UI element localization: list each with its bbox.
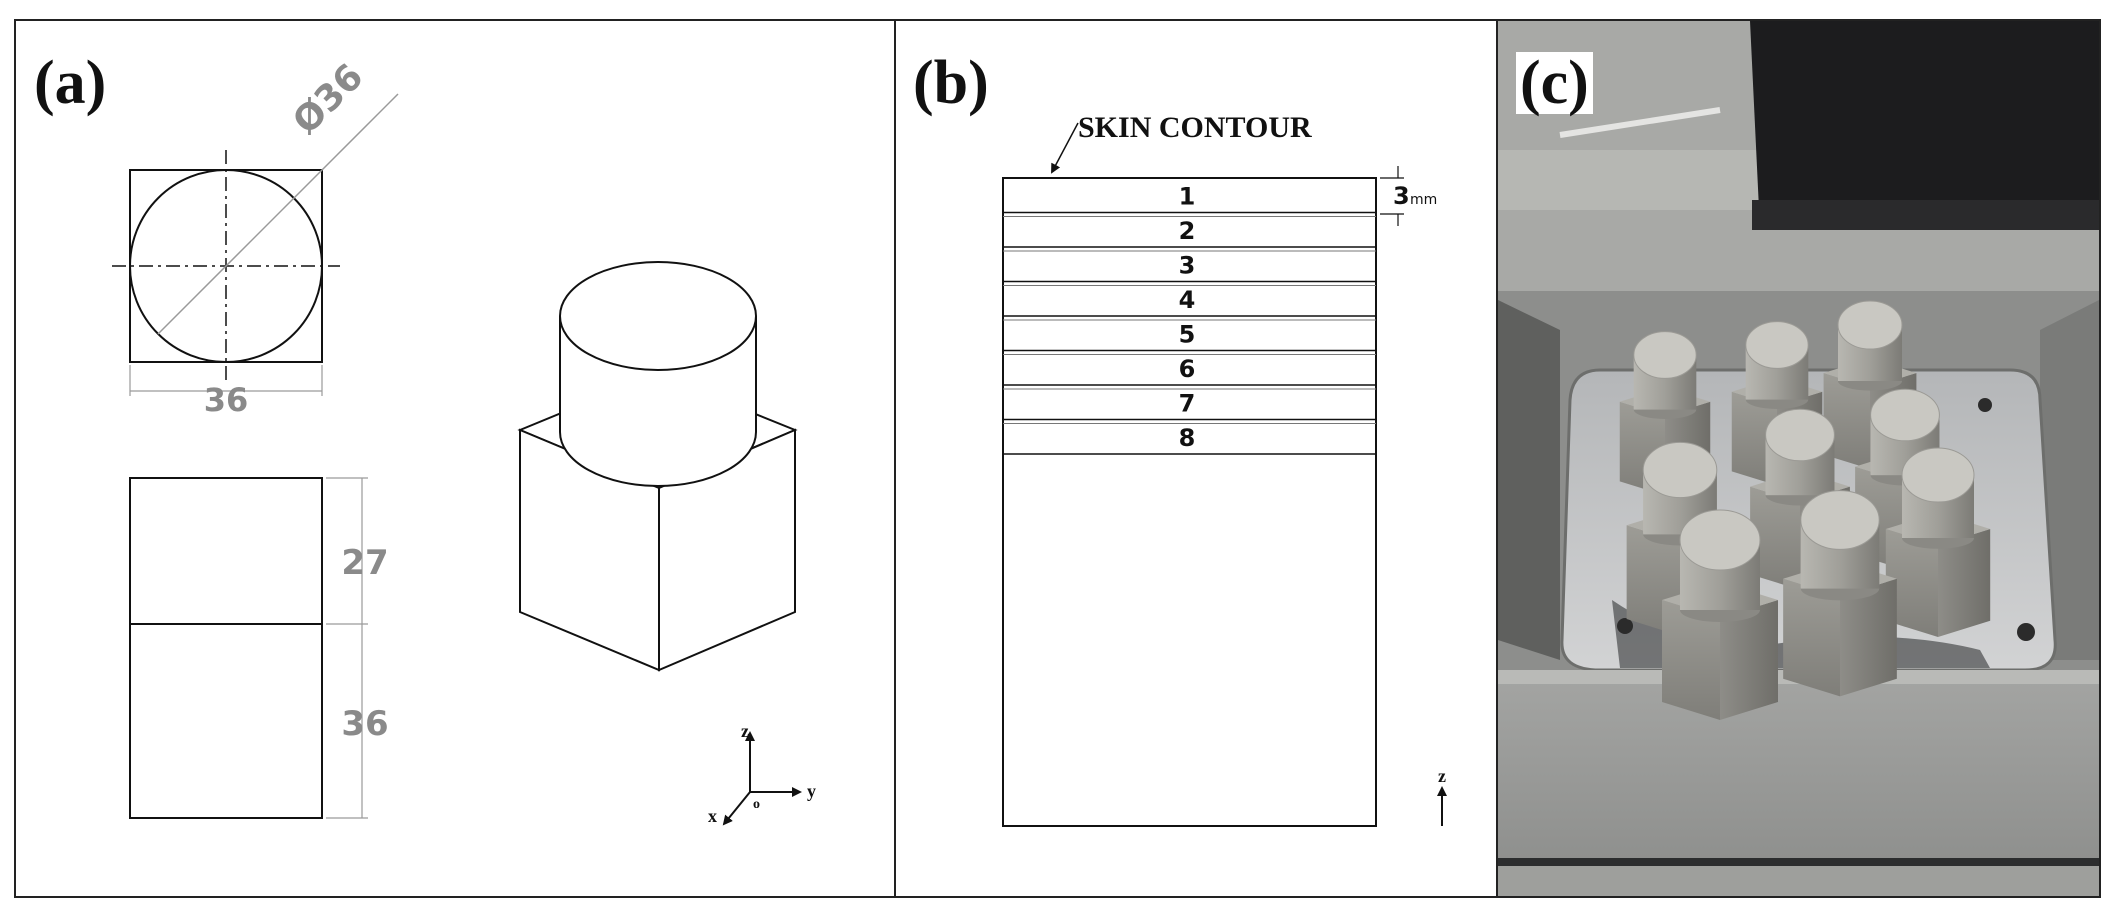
dim-upper-height: 27: [341, 543, 388, 583]
specimen: [1823, 300, 1917, 469]
panel-a: [112, 93, 802, 826]
iso-cylinder-top: [559, 261, 757, 371]
specimen-cube-front: [1662, 600, 1720, 720]
segment-label: 8: [1179, 424, 1196, 452]
specimen-cylinder-top: [1800, 490, 1880, 550]
panel-b-label: (b): [913, 49, 989, 117]
segment-label: 7: [1179, 389, 1196, 417]
specimen-cylinder-top: [1765, 408, 1835, 462]
segment-label: 1: [1179, 182, 1196, 210]
specimen-cube-front: [1823, 373, 1870, 469]
recoater-edge: [1752, 200, 2099, 230]
plate-hole-right: [2017, 623, 2035, 641]
axis-z-label: z: [741, 721, 749, 741]
segment-label: 2: [1179, 217, 1196, 245]
axis-x-label: x: [708, 806, 717, 826]
dim-width: 36: [204, 381, 249, 419]
axis-x-arrow: [722, 791, 751, 826]
axis-y-label: y: [807, 781, 816, 801]
panel-c-label: (c): [1516, 52, 1593, 114]
chamber-wall-left: [1498, 300, 1560, 660]
front-rail: [1498, 680, 2099, 860]
specimen: [1750, 408, 1850, 590]
segment-layers: 1 2 3 4 5 6 7 8: [1003, 182, 1376, 455]
specimen-cylinder-top: [1679, 509, 1761, 571]
plate-hole-left: [1617, 618, 1633, 634]
specimen-cube-front: [1885, 529, 1938, 637]
specimen-cylinder-top: [1837, 300, 1903, 350]
specimen: [1783, 490, 1897, 697]
recoater-housing: [1750, 21, 2099, 230]
axis-origin-label: o: [753, 797, 760, 812]
front-rail-bottom: [1498, 866, 2099, 896]
panel-c-photo: [1498, 21, 2099, 896]
specimen-cube-side: [1938, 529, 1991, 637]
light-reflection: [1559, 107, 1721, 138]
skin-contour-leader: [1051, 122, 1079, 174]
skin-contour-label: SKIN CONTOUR: [1078, 111, 1312, 144]
front-rail-groove: [1498, 858, 2099, 866]
specimen: [1662, 509, 1778, 720]
specimen-cylinder-top: [1642, 441, 1718, 499]
dim-lower-height: 36: [341, 704, 388, 744]
specimen: [1885, 447, 1991, 637]
segment-label: 4: [1179, 286, 1196, 314]
specimen-cube-side: [1840, 578, 1897, 697]
segment-label: 3: [1179, 251, 1196, 279]
panel-a-label: (a): [34, 49, 107, 117]
panel-b-z-label: z: [1438, 766, 1446, 786]
chamber-wall-right: [2040, 300, 2099, 660]
layer-thickness-unit: mm: [1410, 192, 1437, 208]
layer-thickness-value: 3: [1393, 182, 1410, 210]
specimen-cylinder-top: [1745, 321, 1809, 369]
printed-specimens: [1619, 300, 1991, 720]
diameter-leader: [157, 93, 399, 335]
specimen-cube-front: [1783, 578, 1840, 697]
specimen-cube-side: [1720, 600, 1778, 720]
specimen-cylinder-top: [1870, 388, 1940, 442]
specimen-cylinder-top: [1633, 331, 1697, 379]
front-view: [129, 477, 323, 819]
specimen-cylinder-top: [1901, 447, 1975, 503]
segment-label: 6: [1179, 355, 1196, 383]
plate-hole-top: [1978, 398, 1992, 412]
segment-label: 5: [1179, 320, 1196, 348]
panel-b: [1002, 122, 1447, 827]
specimen-cube-front: [1750, 486, 1800, 590]
